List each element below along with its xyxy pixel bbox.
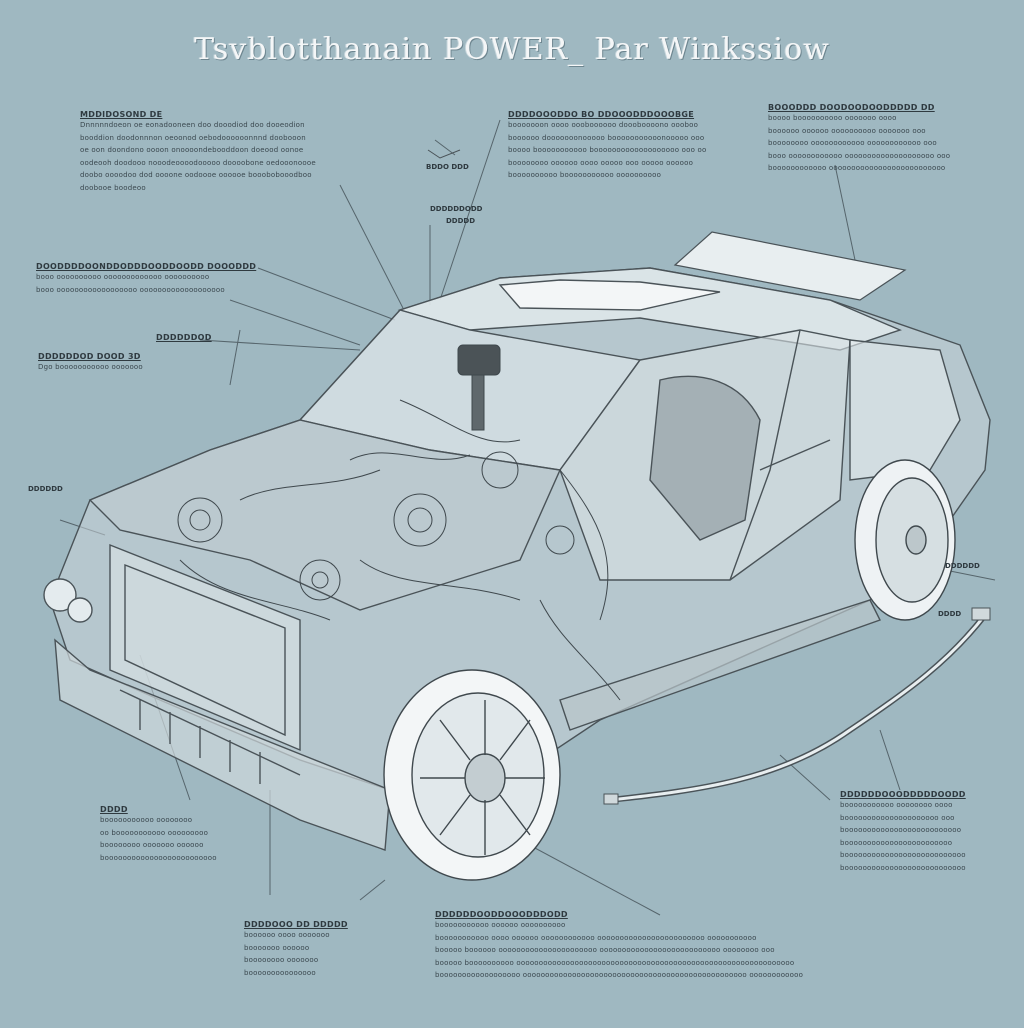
tag-roof-sub: DDDDD <box>446 217 476 225</box>
callout-line: boooooooo oooooooooooo oooooooooooo ooo <box>768 139 937 147</box>
callout-line: boooooo dooooooonooooo booooooooooonoooo… <box>508 133 705 142</box>
callout-top-right: BOOODDD DOODOODOODDDDD DD boooo booooooo… <box>768 103 950 175</box>
callout-line: boooooooo ooooooo <box>244 956 319 964</box>
upper-sketch <box>427 149 461 159</box>
callout-line: oe oon doondono oooon onoooondebooddoon … <box>80 146 304 154</box>
callout-line: boooooooooo booooooooooo oooooooooo <box>508 171 662 179</box>
callout-heading: BOOODDD DOODOODOODDDDD DD <box>768 103 935 112</box>
callout-line: booo oooooooooooo oooooooooooooooooooo o… <box>768 151 951 160</box>
callout-top-center: DDDDOOODDO BO DDOOODDDOOOBGE booooooon o… <box>508 110 706 182</box>
rear-spoiler <box>673 231 907 301</box>
callout-line: booooooooooooooo <box>244 968 316 977</box>
callout-line: booooooooooo oooooooo <box>100 816 193 824</box>
callout-heading: DDDDDDOOODDDDDOODD <box>840 790 966 799</box>
tag-right: DDDDDD <box>945 562 980 570</box>
callout-line: boooooo oooo ooooooo <box>244 931 330 939</box>
callout-line: boooooooooooooooooo oooooooooooooooooooo… <box>435 971 804 979</box>
callout-mid-left: DOODDDDOONDDODDDOODDOODD DOOODDD booo oo… <box>36 262 256 296</box>
callout-line: booooooooooooooooooooo ooo <box>840 813 955 822</box>
callout-line: oo booooooooooo ooooooooo <box>100 828 209 837</box>
wiring-cable <box>603 607 991 805</box>
callout-left-label-a: DDDDDDOD <box>156 333 212 342</box>
callout-line: booooooooooooooooooooooooooo <box>840 863 966 872</box>
callout-heading: DDDDOOODDO BO DDOOODDDOOOBGE <box>508 110 695 119</box>
leader-lines <box>59 119 996 916</box>
tag-side: DDDDDD <box>28 485 63 493</box>
callout-heading: DDDDDDOODDOOODDDODD <box>435 910 568 919</box>
callout-line: boooo booooooooooo booooooooooooooooooo … <box>508 146 707 154</box>
callout-line: booo oooooooooooooooooo oooooooooooooooo… <box>36 285 225 294</box>
callout-line: booooooooooo oooooo oooooooooo <box>435 921 566 929</box>
callout-left-label-b: DDDDDDOD DOOD 3D Dgo booooooooooo oooooo… <box>38 352 143 374</box>
callout-heading: DDDDDDOD <box>156 333 212 342</box>
callout-bottom-center: DDDDDDOODDOOODDDODD booooooooooo oooooo … <box>435 910 803 982</box>
callout-line: booooo boooooooooo ooooooooooooooooooooo… <box>435 958 795 967</box>
callout-bottom-left: DDDD booooooooooo oooooooo oo booooooooo… <box>100 805 217 864</box>
callout-line: oodeooh doodooo nooodeoooodooooo doooobo… <box>80 158 316 167</box>
callout-line: boooooooooooooooooooooooooo <box>840 826 962 834</box>
callout-line: booooooo oooooo <box>244 943 310 952</box>
callout-line: boooooooooooo oooooooooooooooooooooooooo <box>768 164 946 172</box>
callout-line: boooooooooooooooooooooooo <box>840 838 953 847</box>
callout-line: boooooo oooooo oooooooooo ooooooo ooo <box>768 126 926 135</box>
callout-line: Dgo booooooooooo ooooooo <box>38 363 143 371</box>
callout-heading: DDDDOOO DD DDDDD <box>244 920 348 929</box>
callout-heading: DDDDDDOD DOOD 3D <box>38 352 141 361</box>
callout-heading: DDDD <box>100 805 128 814</box>
callout-line: booooooooooooooooooooooooooo <box>840 851 966 859</box>
tag-roof: DDDDDDODD <box>430 205 483 213</box>
callout-line: booddion doodonnnon oeoonod oebodoooooon… <box>80 133 306 142</box>
callout-line: booooooooooo oooooooo oooo <box>840 801 953 809</box>
car-body <box>43 267 991 851</box>
callout-heading: DOODDDDOONDDODDDOODDOODD DOOODDD <box>36 262 257 271</box>
tag-upper-small: BDDO DDD <box>426 163 469 171</box>
callout-line: booo oooooooooo ooooooooooooo oooooooooo <box>36 273 210 281</box>
callout-line: doobooe boodeoo <box>80 183 146 192</box>
tag-cable: DDDD <box>938 610 962 618</box>
callout-line: boooooooo oooooo oooo ooooo ooo ooooo oo… <box>508 158 694 167</box>
callout-bottom-center-small: DDDDOOO DD DDDDD boooooo oooo ooooooo bo… <box>244 920 348 979</box>
diagram-title: Tsvblotthanain POWER_ Par Winkssiow <box>194 32 830 67</box>
callout-line: Dnnnnndoeon oe eonadooneen doo dooodiod … <box>80 121 305 129</box>
callout-line: booooooooooooooooooooooooo <box>100 853 217 862</box>
callout-line: boooo boooooooooo ooooooo oooo <box>768 114 897 122</box>
front-wheel <box>383 669 561 881</box>
callout-line: booooo boooooo oooooooooooooooooooooo oo… <box>435 946 775 954</box>
callout-line: boooooooo ooooooo oooooo <box>100 841 204 849</box>
callout-line: booooooon oooo oooboooooo doooboooono oo… <box>508 121 699 129</box>
callout-heading: MDDIDOSOND DE <box>80 110 163 119</box>
rear-wheel <box>854 459 956 621</box>
callout-bottom-right: DDDDDDOOODDDDDOODD booooooooooo oooooooo… <box>840 790 966 874</box>
callout-line: booooooooooo oooo oooooo oooooooooooo oo… <box>435 933 757 942</box>
engine-components <box>177 344 621 701</box>
callout-top-left: MDDIDOSOND DE Dnnnnndoeon oe eonadooneen… <box>80 110 316 194</box>
callout-line: doobo oooodoo dod oooone oodoooe oooooe … <box>80 171 312 179</box>
